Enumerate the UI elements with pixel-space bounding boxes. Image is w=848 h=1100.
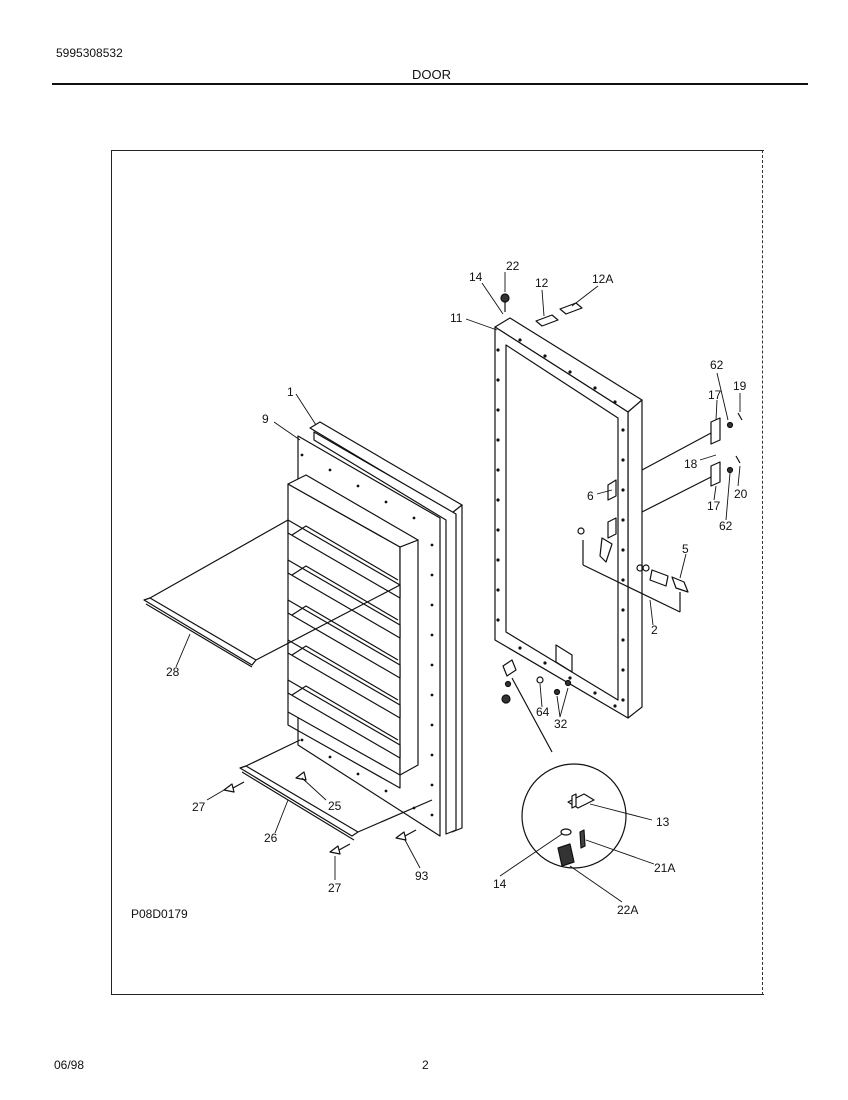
model-number: 5995308532 bbox=[56, 46, 123, 60]
callout-2: 2 bbox=[651, 623, 658, 637]
callout-9: 9 bbox=[262, 412, 269, 426]
callout-1: 1 bbox=[287, 385, 294, 399]
callout-32: 32 bbox=[554, 717, 568, 731]
callout-21A: 21A bbox=[654, 861, 675, 875]
callout-17-top: 17 bbox=[708, 388, 722, 402]
diagram-frame bbox=[111, 150, 764, 995]
callout-17-bottom: 17 bbox=[707, 499, 721, 513]
footer-date: 06/98 bbox=[54, 1058, 85, 1072]
header-rule bbox=[52, 83, 808, 85]
callout-26: 26 bbox=[264, 831, 278, 845]
figure-code: P08D0179 bbox=[131, 907, 188, 921]
callout-14-detail: 14 bbox=[493, 877, 507, 891]
section-title: DOOR bbox=[412, 67, 451, 82]
callout-28: 28 bbox=[166, 665, 180, 679]
callout-6: 6 bbox=[587, 489, 594, 503]
door-liner bbox=[287, 421, 463, 837]
callout-20: 20 bbox=[734, 487, 748, 501]
callout-11: 11 bbox=[450, 311, 463, 325]
page-number: 2 bbox=[422, 1058, 429, 1072]
diagram-frame-right-edge bbox=[762, 150, 763, 995]
callout-62-bottom: 62 bbox=[719, 519, 733, 533]
callout-22: 22 bbox=[506, 259, 520, 273]
callout-12A: 12A bbox=[592, 272, 613, 286]
callout-12: 12 bbox=[535, 276, 549, 290]
callout-27-bottom: 27 bbox=[328, 881, 342, 895]
door-outer-panel bbox=[494, 317, 643, 719]
callout-93: 93 bbox=[415, 869, 429, 883]
callout-62-top: 62 bbox=[710, 358, 724, 372]
callout-13: 13 bbox=[656, 815, 670, 829]
callout-22A: 22A bbox=[617, 903, 638, 917]
callout-19: 19 bbox=[733, 379, 747, 393]
callout-5: 5 bbox=[682, 542, 689, 556]
callout-14-top: 14 bbox=[469, 270, 483, 284]
callout-27-left: 27 bbox=[192, 800, 206, 814]
callout-25: 25 bbox=[328, 799, 342, 813]
callout-64: 64 bbox=[536, 705, 550, 719]
callout-18: 18 bbox=[684, 457, 698, 471]
